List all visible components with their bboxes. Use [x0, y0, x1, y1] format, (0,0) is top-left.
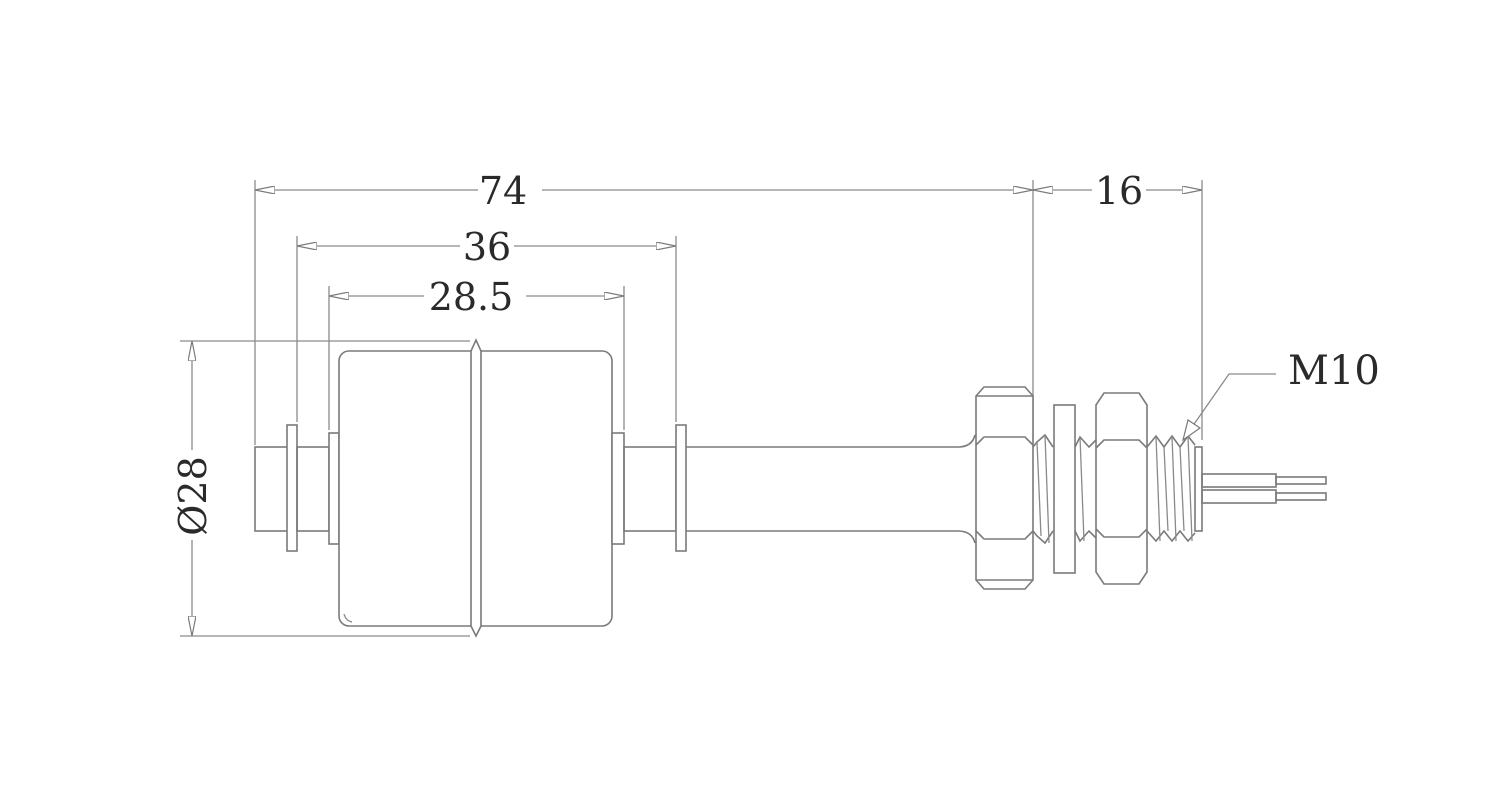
dimension-diameter-label: Ø28: [171, 456, 215, 536]
thread-teeth: [1146, 434, 1203, 543]
wire-sleeve-bottom: [1201, 489, 1277, 504]
thread-section: [1032, 404, 1097, 574]
dimension-28-5-label: 28.5: [429, 275, 514, 319]
wire-core-bottom: [1275, 492, 1327, 501]
dimension-16-label: 16: [1095, 169, 1143, 213]
extension-lines: [180, 180, 1203, 637]
wire-sleeve-top: [1201, 473, 1277, 488]
lead-wires: [1201, 473, 1327, 504]
thread-callout-label: M10: [1288, 348, 1380, 394]
left-stem: [254, 424, 340, 552]
thread-callout: M10: [1182, 348, 1380, 442]
dimension-36-label: 36: [463, 225, 511, 269]
thread-end: [1194, 446, 1203, 532]
float-body: [338, 338, 613, 638]
dimension-stop-span: 36: [297, 225, 676, 269]
float-seam: [470, 338, 482, 638]
hex-nut-left: [975, 386, 1034, 590]
dimension-float-span: 28.5: [329, 275, 624, 319]
hex-nut-right: [1095, 392, 1148, 585]
washer: [1053, 404, 1076, 574]
outer-stop-left: [286, 424, 298, 552]
dimension-overall-length: 74: [255, 169, 1033, 213]
outer-stop-right: [675, 424, 687, 552]
dimension-float-diameter: Ø28: [171, 341, 215, 636]
wire-core-top: [1275, 476, 1327, 485]
right-stem: [611, 424, 976, 552]
dimension-thread-length: 16: [1033, 169, 1202, 213]
dimension-74-label: 74: [479, 169, 527, 213]
inner-stop-right: [611, 432, 625, 545]
inner-stop-left: [328, 432, 340, 545]
